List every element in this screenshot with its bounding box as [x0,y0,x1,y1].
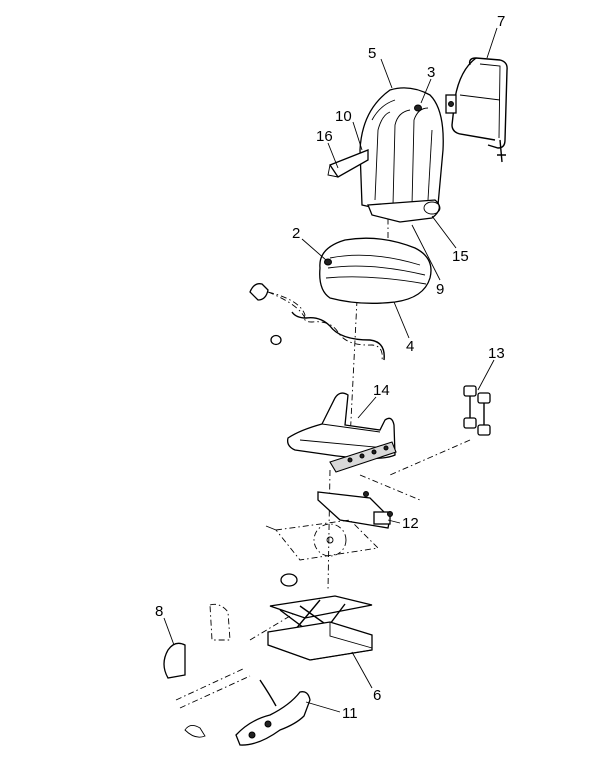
callout-2: 2 [292,225,300,242]
part-5-backrest [327,87,444,223]
part-6-suspension-base [267,573,373,661]
part-14-seat-frame [287,392,397,473]
part-8-shroud [163,603,251,709]
part-7-handle [445,57,508,163]
callout-7: 7 [497,13,505,30]
callout-10: 10 [335,108,352,125]
leader-lines [163,27,498,713]
callout-labels: 7 5 3 10 16 2 15 9 4 13 14 12 8 6 11 [155,13,505,722]
part-4-seat-cushion [319,237,432,304]
callout-8: 8 [155,603,163,620]
callout-9: 9 [436,281,444,298]
alignment-lines [249,205,471,641]
callout-12: 12 [402,515,419,532]
part-12-bracket [265,491,393,561]
callout-3: 3 [427,64,435,81]
part-13-bolts [463,385,491,436]
callout-14: 14 [373,382,390,399]
wiring-harness [249,283,385,361]
callout-4: 4 [406,338,414,355]
callout-15: 15 [452,248,469,265]
callout-11: 11 [342,705,358,722]
callout-13: 13 [488,345,505,362]
part-11-control-lever [184,679,311,746]
callout-16: 16 [316,128,333,145]
callout-6: 6 [373,687,381,704]
callout-5: 5 [368,45,376,62]
